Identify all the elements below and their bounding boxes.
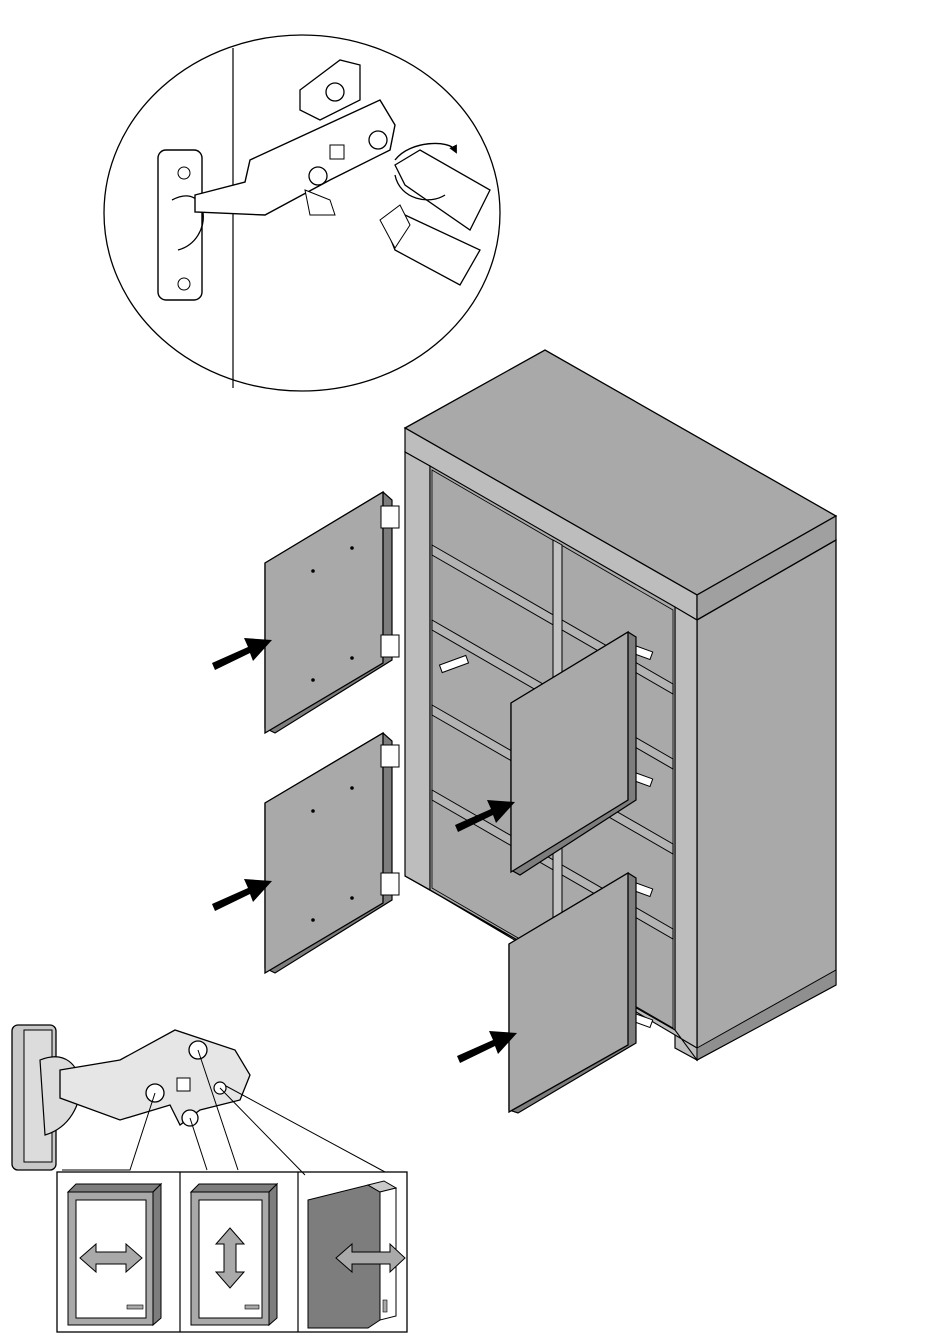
hinge-screwdriver-detail [104,35,500,391]
push-arrow-icon [212,879,272,911]
side-adjust-panel [68,1184,161,1325]
height-adjust-panel [191,1184,277,1325]
depth-adjust-panel [308,1181,405,1328]
push-arrow-icon [212,638,272,670]
push-arrow-icon [457,1031,517,1063]
door-upper-left [265,492,399,733]
door-hinge-icon [381,873,399,895]
adjust-screw-icon [309,167,327,185]
adjust-screw-icon [326,83,344,101]
hinge-adjustment-detail [12,1025,407,1332]
door-lower-left [265,733,399,973]
plate-screw-icon [178,167,190,179]
door-hinge-icon [381,506,399,528]
door-hinge-icon [381,635,399,657]
plate-screw-icon [178,278,190,290]
door-hinge-icon [381,745,399,767]
hinge-arm-lower [60,1030,250,1125]
adjust-screw-icon [369,131,387,149]
cabinet-left-stile [405,452,430,890]
